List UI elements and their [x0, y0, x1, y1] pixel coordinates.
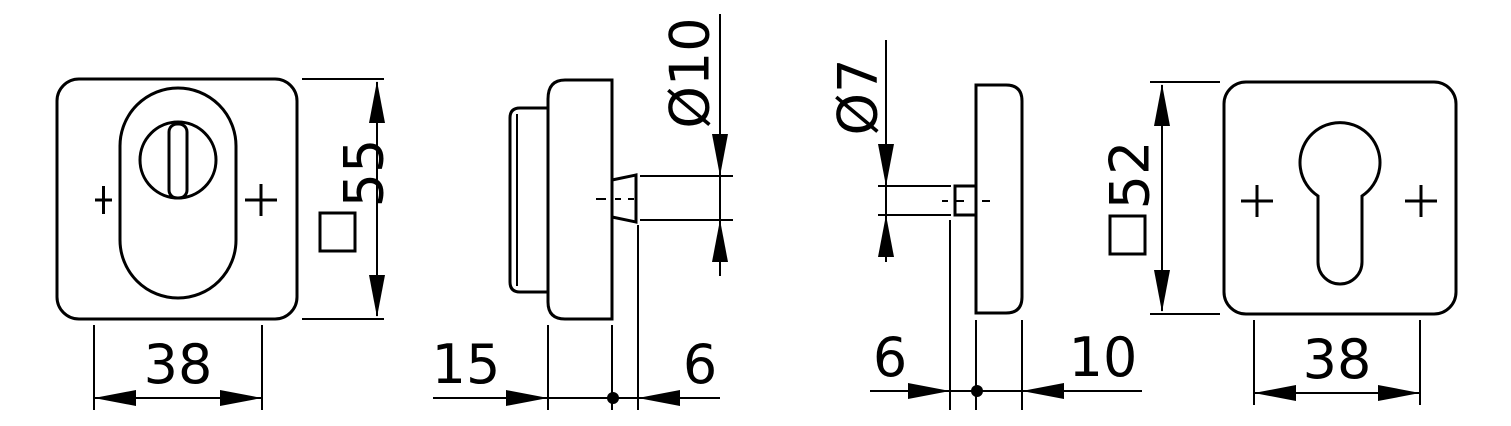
arrow-head: [1378, 385, 1420, 401]
arrow-head: [94, 390, 136, 406]
arrow-head: [1154, 84, 1170, 126]
profile-cylinder-hole: [1298, 121, 1382, 286]
arrow-head: [1254, 385, 1296, 401]
rose-body-side: [546, 78, 614, 321]
side-view-left: Ø10 15 6: [432, 14, 733, 410]
dimension-width: 38: [144, 333, 213, 396]
screw-mark-right: [1405, 185, 1437, 217]
front-view-left: 55 38: [55, 77, 396, 410]
rose-outline-left: [55, 77, 299, 321]
dimension-depth: 10: [1069, 326, 1138, 389]
side-view-right: Ø7 6 10: [827, 40, 1142, 410]
rose-outline-right: [1222, 80, 1458, 316]
dimension-dot: [971, 385, 983, 397]
rose-body-side: [974, 83, 1024, 315]
arrow-head: [1154, 270, 1170, 312]
dimension-size: 55: [333, 139, 396, 208]
arrow-head: [220, 390, 262, 406]
screw-mark-right: [245, 184, 277, 216]
diameter-extension-lines: [878, 185, 951, 216]
arrow-head: [369, 275, 385, 317]
dimension-depth: 15: [432, 333, 501, 396]
dimension-dot: [607, 392, 619, 404]
square-symbol: [318, 211, 357, 253]
arrow-head: [369, 81, 385, 123]
square-symbol: [1108, 214, 1147, 256]
dimension-diameter: Ø10: [659, 17, 722, 128]
arrow-head: [878, 144, 894, 186]
cover-disc: [138, 120, 218, 200]
arrow-head: [506, 390, 548, 406]
arrow-head: [1022, 383, 1064, 399]
screw-mark-left: [95, 186, 112, 214]
arrow-head: [712, 134, 728, 176]
diameter-extension-lines: [640, 175, 733, 221]
arrow-head: [878, 215, 894, 257]
front-view-right: 52 38: [1099, 80, 1458, 405]
depth-extension-lines: [949, 220, 1023, 410]
dimension-diameter: Ø7: [827, 59, 890, 136]
dimension-size: 52: [1099, 141, 1162, 210]
screw-mark-left: [1241, 185, 1273, 217]
arrow-head: [908, 383, 950, 399]
cover-side: [508, 106, 548, 294]
cover-slot: [167, 122, 189, 200]
cylinder-cover-oval: [118, 86, 238, 300]
pin-side: [611, 173, 638, 224]
dimension-pin: 6: [873, 326, 907, 389]
arrow-head: [638, 390, 680, 406]
arrow-head: [712, 220, 728, 262]
dimension-pin: 6: [683, 333, 717, 396]
dimension-width: 38: [1303, 328, 1372, 391]
